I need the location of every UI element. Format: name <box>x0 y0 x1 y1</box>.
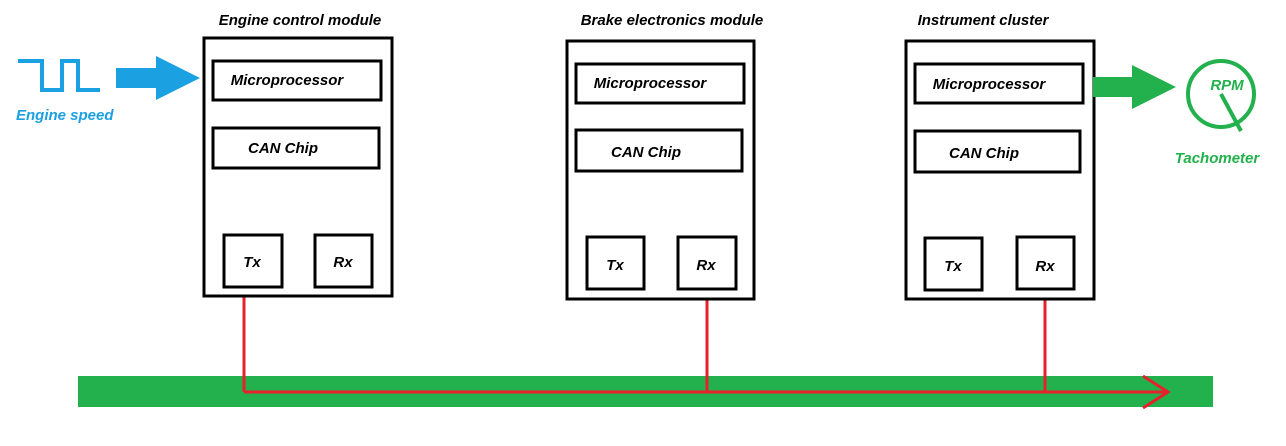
rx-port <box>1015 235 1076 291</box>
module-title: Engine control module <box>219 12 382 29</box>
engine-control-module: Engine control module Microprocessor CAN… <box>202 12 394 298</box>
brake-electronics-module: Brake electronics module Microprocessor … <box>565 12 764 301</box>
tx-port <box>222 233 284 289</box>
instrument-cluster-module: Instrument cluster Microprocessor CAN Ch… <box>904 12 1096 301</box>
can-chip-block <box>574 128 744 173</box>
engine-speed-label: Engine speed <box>16 107 114 124</box>
microprocessor-block <box>211 59 383 102</box>
microprocessor-block <box>913 62 1085 105</box>
can-chip-label: CAN Chip <box>611 144 681 161</box>
tachometer-gauge-icon <box>1186 59 1256 132</box>
can-chip-block <box>211 126 381 170</box>
tachometer-output: RPM Tachometer <box>1093 59 1261 167</box>
bus-signal-arrowhead <box>1142 374 1171 410</box>
rx-port <box>676 235 738 291</box>
module-title: Instrument cluster <box>918 12 1050 29</box>
rx-label: Rx <box>696 257 716 274</box>
input-arrow-icon <box>116 56 200 100</box>
tx-port <box>585 235 646 291</box>
microprocessor-block <box>574 62 746 105</box>
microprocessor-label: Microprocessor <box>594 75 708 92</box>
rx-port <box>313 233 374 289</box>
output-arrow-icon <box>1093 65 1176 109</box>
microprocessor-label: Microprocessor <box>933 76 1047 93</box>
can-chip-block <box>913 129 1082 174</box>
rx-label: Rx <box>333 254 353 271</box>
tx-label: Tx <box>944 258 962 275</box>
square-wave-icon <box>18 59 100 92</box>
tx-label: Tx <box>243 254 261 271</box>
engine-speed-input: Engine speed <box>16 56 200 124</box>
tx-port <box>923 236 984 292</box>
microprocessor-label: Microprocessor <box>231 72 345 89</box>
tx-label: Tx <box>606 257 624 274</box>
rpm-label: RPM <box>1210 77 1244 94</box>
rx-label: Rx <box>1035 258 1055 275</box>
can-chip-label: CAN Chip <box>949 145 1019 162</box>
tachometer-label: Tachometer <box>1175 150 1261 167</box>
module-title: Brake electronics module <box>581 12 764 29</box>
can-chip-label: CAN Chip <box>248 140 318 157</box>
